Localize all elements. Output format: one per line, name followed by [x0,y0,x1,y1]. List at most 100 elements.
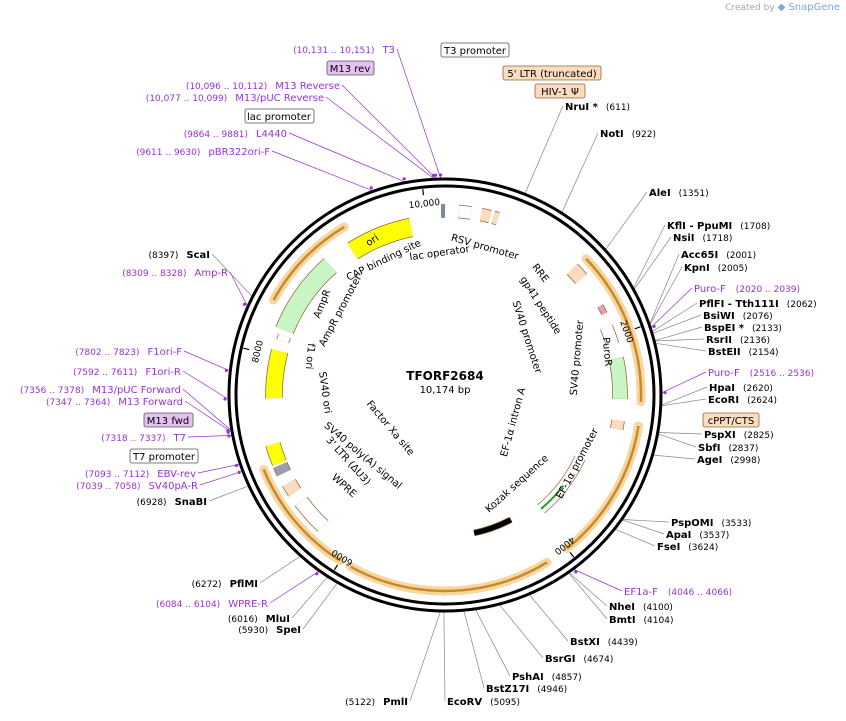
restriction-site-label: SbfI(2837) [698,443,758,454]
label-f1-ori: f1 ori [303,343,316,370]
leader-line [184,400,232,432]
leader-line [475,609,511,677]
credit-prefix: Created by [725,3,775,13]
leader-line [409,611,441,702]
svg-text:M13 rev: M13 rev [330,64,371,75]
leader-line [199,471,243,486]
leader-lines [182,48,708,702]
svg-text:5' LTR (truncated): 5' LTR (truncated) [507,69,596,80]
ltr-glyph-fill [479,208,492,223]
label-sv40-promoter-lower: SV40 promoter [569,319,587,396]
leader-line [259,556,301,584]
restriction-site-label: PflFI - Tth111I(2062) [699,299,817,310]
leader-line [622,519,670,523]
primer-label: (7093 .. 7112)EBV-rev [85,469,196,480]
primer-label: (7592 .. 7611)F1ori-R [73,367,181,378]
backbone-outer [227,177,663,613]
primer-mark [224,368,228,372]
boxed-label-t7-promoter: T7 promoter [129,448,199,464]
restriction-site-label: BmtI(4104) [609,615,673,626]
restriction-site-label: (6272)PflMI [192,579,258,590]
restriction-site-label: Acc65I(2001) [681,250,756,261]
restriction-site-label: (5930)SpeI [238,625,301,636]
restriction-site-label: EcoRV(5095) [447,697,520,708]
leader-line [183,350,230,372]
snapgene-logo: ◆ SnapGene [777,2,840,13]
restriction-site-label: EcoRI(2624) [708,395,777,406]
boxed-label-t3-promoter: T3 promoter [440,42,510,58]
label-ef1a-promoter: EF-1α promoter [555,426,602,501]
primer-mark [369,186,373,190]
primer-mark [237,470,241,474]
leader-line [269,571,319,604]
svg-text:M13 fwd: M13 fwd [147,416,189,427]
restriction-site-label: AleI(1351) [649,188,709,199]
leader-line [615,528,656,547]
restriction-site-label: (5122)PmlI [345,697,408,708]
svg-text:cPPT/CTS: cPPT/CTS [708,416,754,427]
label-ef1a-intron: EF-1α intron A [499,386,528,458]
leader-line [605,191,648,250]
restriction-site-label: NheI(4100) [609,602,673,613]
restriction-site-label: BspEI *(2133) [704,323,782,334]
primer-label: (10,096 .. 10,112)M13 Reverse [186,81,340,92]
leader-line [649,253,680,324]
leader-line [658,433,697,448]
primer-label: (8309 .. 8328)Amp-R [122,268,228,279]
svg-text:T7 promoter: T7 promoter [132,452,196,463]
restriction-site-label: BstZ17I(4946) [486,684,567,695]
plasmid-length: 10,174 bp [420,385,471,396]
orf-arcs [259,222,646,596]
leader-line [182,388,232,431]
leader-line [208,485,249,502]
ampr-promoter-glyph-fill [277,333,291,344]
primer-label: EF1a-F(4046 .. 4066) [624,587,732,598]
leader-line [653,454,696,460]
primer-label: Puro-F(2516 .. 2536) [708,368,814,379]
primer-label: (9864 .. 9881)L4440 [184,129,287,140]
restriction-site-label: PspXI(2825) [704,430,774,441]
primer-label: (7039 .. 7058)SV40pA-R [76,481,198,492]
boxed-label-m13-rev: M13 rev [326,60,375,76]
primer-mark [242,302,247,306]
rsv-promoter-glyph-fill [458,205,472,219]
primer-label: (7347 .. 7364)M13 Forward [46,397,183,408]
restriction-site-label: AgeI(2998) [697,455,760,466]
boxed-label-hiv-psi: HIV-1 Ψ [534,83,586,99]
leader-line [652,314,702,334]
primer-mark [223,397,227,401]
f1-ori-glyph-fill [265,349,288,399]
restriction-site-label: (6928)SnaBI [137,497,207,508]
leader-line [633,224,666,289]
svg-text:lac promoter: lac promoter [247,112,312,123]
leader-line [622,519,665,535]
primer-mark [227,434,231,438]
orf-arc [272,225,345,301]
puror-glyph-fill [609,356,628,400]
leader-line [229,271,248,306]
leader-line [197,464,240,474]
restriction-site-label: NsiI(1718) [673,233,732,244]
orf-arc [350,561,548,593]
leader-line [652,302,698,332]
restriction-site-label: PspOMI(3533) [671,518,751,529]
leader-line [649,266,683,325]
svg-text:HIV-1 Ψ: HIV-1 Ψ [541,87,579,98]
label-wpre: WPRE [329,472,358,500]
restriction-site-label: KflI - PpuMI(1708) [667,221,770,232]
cppt-glyph-fill [610,419,625,431]
label-purор: PuroR [600,337,614,367]
restriction-site-label: PshAI(4857) [512,672,582,683]
ef1a-orf-arc [540,484,565,510]
primer-label: (10,131 .. 10,151)T3 [293,45,395,56]
leader-line [182,370,229,400]
snapgene-credit: Created by ◆ SnapGene [725,2,840,13]
polya-glyph-fill [273,462,291,477]
primer-label: Puro-F(2020 .. 2039) [694,284,800,295]
leader-line [291,577,328,619]
hiv-psi-glyph-fill [491,211,500,225]
leader-line [634,236,672,290]
ori-glyph-fill [347,218,414,259]
ef1a-intron-glyph-fill [473,517,513,536]
boxed-label-5-ltr: 5' LTR (truncated) [502,65,602,81]
